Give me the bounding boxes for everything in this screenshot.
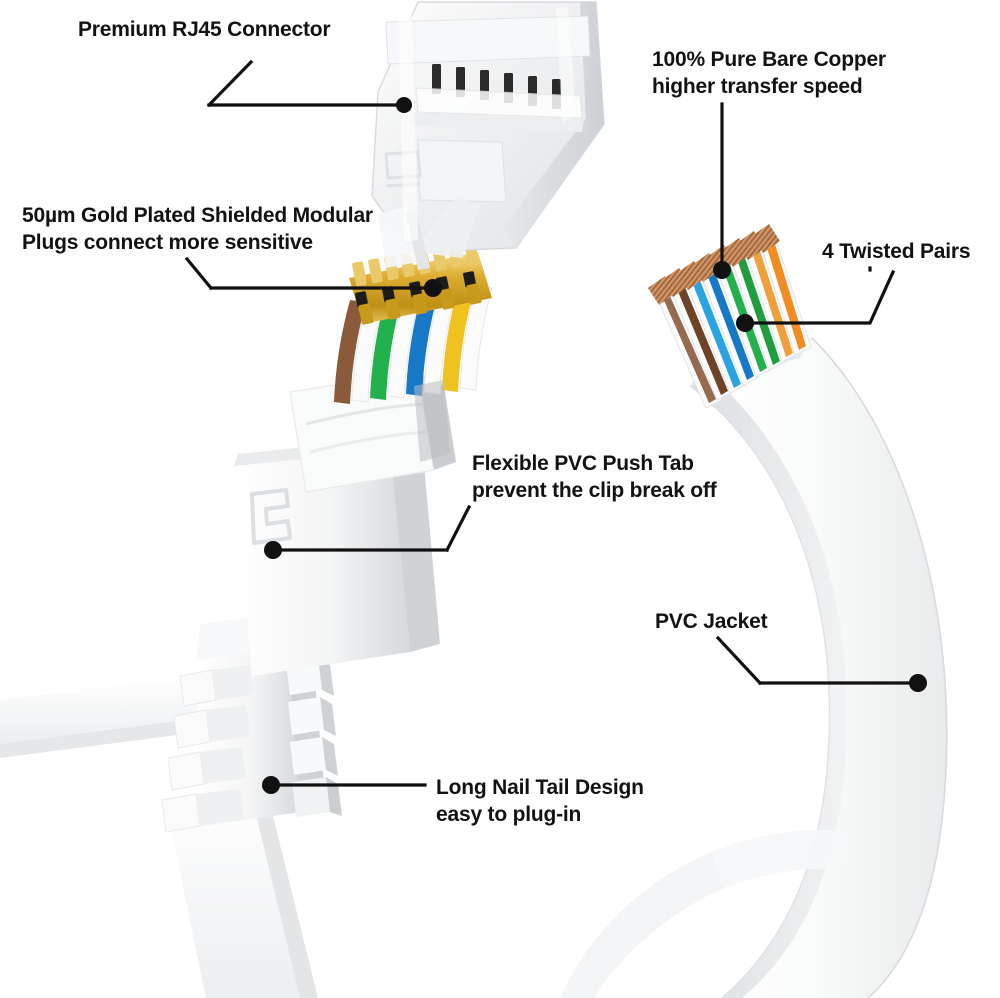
leader-line-four-twisted-pairs	[743, 269, 896, 325]
rj45-connector-housing	[371, 1, 605, 270]
callout-line-2: prevent the clip break off	[472, 479, 717, 502]
callout-pvc-jacket: PVC Jacket	[655, 608, 768, 635]
leader-dot-flexible-pvc-push-tab	[264, 541, 282, 559]
leader-dot-four-twisted-pairs	[736, 314, 754, 332]
leader-dot-premium-rj45-connector	[396, 97, 412, 113]
leader-line-premium-rj45-connector	[206, 59, 254, 108]
leader-dot-long-nail-tail-design	[262, 776, 280, 794]
leader-dot-pure-bare-copper	[713, 261, 731, 279]
connector-wire-bundle-left	[334, 285, 493, 462]
callout-long-nail-tail-design: Long Nail Tail Design easy to plug-in	[436, 774, 644, 828]
leader-dot-gold-plated-plugs	[424, 279, 442, 297]
callout-flexible-pvc-push-tab: Flexible PVC Push Tab prevent the clip br…	[472, 450, 717, 504]
leader-dot-pvc-jacket	[909, 674, 927, 692]
callout-four-twisted-pairs: 4 Twisted Pairs	[822, 238, 971, 265]
callout-line-2: easy to plug-in	[436, 803, 582, 826]
callout-line-1: 100% Pure Bare Copper	[652, 48, 886, 71]
callout-line-1: 4 Twisted Pairs	[822, 240, 971, 263]
flat-cable-left	[0, 676, 318, 998]
callout-line-1: Premium RJ45 Connector	[78, 18, 331, 41]
callout-line-1: Flexible PVC Push Tab	[472, 452, 694, 475]
cable-loop-bottom	[560, 829, 848, 998]
callout-line-1: 50µm Gold Plated Shielded Modular	[22, 204, 373, 227]
callout-line-1: Long Nail Tail Design	[436, 776, 644, 799]
leader-line-gold-plated-plugs	[184, 256, 214, 291]
callout-pure-bare-copper: 100% Pure Bare Copper higher transfer spe…	[652, 46, 886, 100]
callout-line-2: Plugs connect more sensitive	[22, 231, 313, 254]
callout-premium-rj45-connector: Premium RJ45 Connector	[78, 16, 331, 43]
callout-line-1: PVC Jacket	[655, 610, 768, 633]
leader-line-pvc-jacket	[715, 635, 763, 686]
leader-line-flexible-pvc-push-tab	[444, 504, 472, 553]
callout-line-2: higher transfer speed	[652, 75, 863, 98]
